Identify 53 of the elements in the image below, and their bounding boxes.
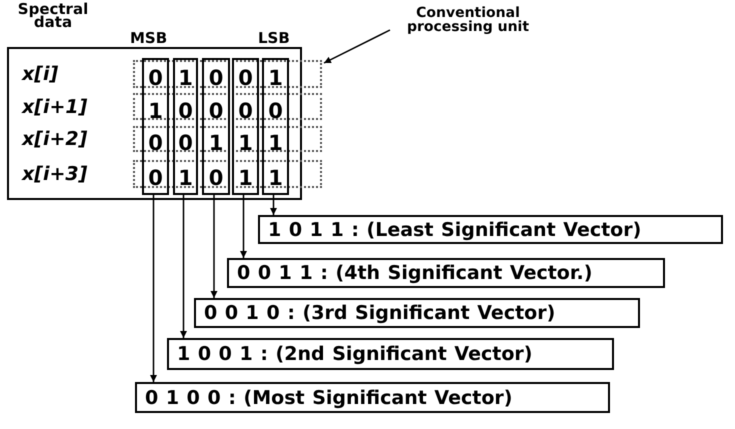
bit-digit: 0 xyxy=(148,131,163,155)
bit-column xyxy=(173,58,198,195)
vector-label: 0 0 1 0 : (3rd Significant Vector) xyxy=(204,302,556,324)
bit-digit: 0 xyxy=(208,66,224,90)
processing-unit-row xyxy=(133,60,322,88)
arrow xyxy=(270,193,277,215)
arrow xyxy=(210,193,218,298)
arrow xyxy=(150,193,157,382)
processing-unit-row xyxy=(133,160,322,188)
bit-digit: 0 xyxy=(178,131,193,155)
bit-order-label: LSB xyxy=(258,28,290,49)
vector-label: 1 0 0 1 : (2nd Significant Vector) xyxy=(177,343,532,365)
arrow xyxy=(180,193,187,338)
vector-label: 1 0 1 1 : (Least Significant Vector) xyxy=(268,218,642,240)
vector-box xyxy=(167,338,614,370)
bit-digit: 0 xyxy=(238,98,253,122)
bit-digit: 0 xyxy=(208,98,224,122)
bit-digit: 0 xyxy=(148,66,163,90)
bit-digit: 1 xyxy=(148,98,163,122)
vector-label: 0 1 0 0 : (Most Significant Vector) xyxy=(145,386,512,408)
bit-digit: 0 xyxy=(178,98,193,122)
callout-text: Conventional processing unit xyxy=(388,4,548,38)
bit-digit: 1 xyxy=(268,166,283,190)
sample-label: x[i+1] xyxy=(22,96,88,118)
bit-order-label: MSB xyxy=(130,28,168,49)
bit-digit: 1 xyxy=(268,66,283,90)
bit-digit: 1 xyxy=(178,66,193,90)
arrow xyxy=(324,29,390,64)
vector-box xyxy=(135,382,610,413)
bit-digit: 1 xyxy=(238,131,253,155)
column-heading: Spectral data xyxy=(16,3,90,29)
bit-digit: 0 xyxy=(268,98,283,122)
bit-digit: 0 xyxy=(208,166,224,190)
bit-column xyxy=(262,58,289,195)
sample-label: x[i+2] xyxy=(22,128,88,150)
bit-digit: 1 xyxy=(208,131,224,155)
bit-column xyxy=(142,58,169,195)
bit-digit: 1 xyxy=(238,166,253,190)
vector-box xyxy=(258,215,723,244)
sample-label: x[i+3] xyxy=(22,163,88,185)
bit-column xyxy=(202,58,230,195)
sample-label: x[i] xyxy=(22,63,58,85)
vector-box xyxy=(194,298,640,328)
bit-digit: 0 xyxy=(148,166,163,190)
vector-box xyxy=(227,258,665,288)
arrow xyxy=(240,193,247,258)
bit-digit: 0 xyxy=(238,66,253,90)
processing-unit-row xyxy=(133,126,322,152)
processing-unit-row xyxy=(133,93,322,120)
bit-digit: 1 xyxy=(178,166,193,190)
bit-column xyxy=(232,58,259,195)
bit-digit: 1 xyxy=(268,131,283,155)
vector-label: 0 0 1 1 : (4th Significant Vector.) xyxy=(237,262,592,284)
